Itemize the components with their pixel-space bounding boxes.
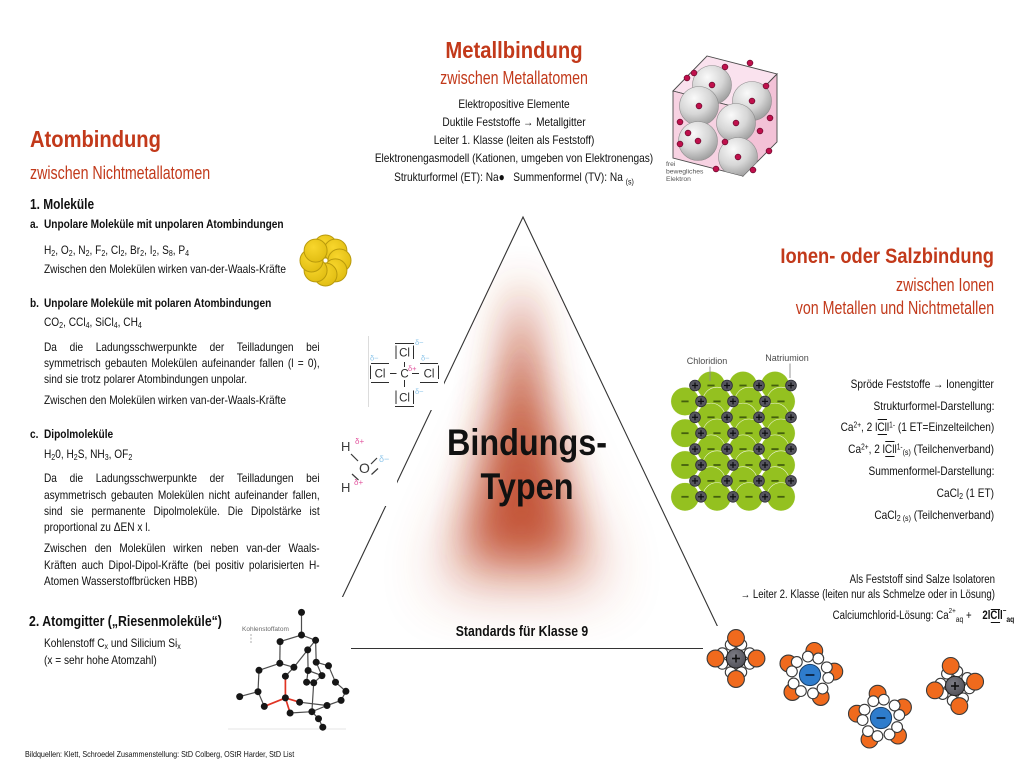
svg-text:δ−: δ− bbox=[415, 338, 424, 347]
svg-text:H: H bbox=[341, 439, 350, 454]
svg-text:δ+: δ+ bbox=[408, 364, 417, 373]
svg-text:δ−: δ− bbox=[379, 454, 389, 464]
svg-text:Cl: Cl bbox=[399, 393, 410, 405]
svg-text:δ−: δ− bbox=[415, 387, 424, 396]
svg-text:Cl: Cl bbox=[375, 369, 386, 381]
svg-text:H: H bbox=[341, 480, 350, 495]
svg-text:Natriumion: Natriumion bbox=[765, 353, 809, 363]
svg-text:δ+: δ+ bbox=[354, 478, 363, 487]
svg-text:C: C bbox=[400, 369, 408, 381]
svg-text:δ−: δ− bbox=[421, 354, 430, 363]
svg-text:Chloridion: Chloridion bbox=[687, 356, 728, 366]
svg-text:bewegliches: bewegliches bbox=[666, 169, 704, 176]
svg-text:Elektron: Elektron bbox=[666, 176, 691, 183]
svg-text:Cl: Cl bbox=[399, 348, 410, 360]
svg-text:Kohlenstoffatom: Kohlenstoffatom bbox=[242, 626, 289, 633]
svg-text:frei: frei bbox=[666, 161, 676, 168]
svg-text:δ+: δ+ bbox=[355, 437, 364, 446]
svg-text:O: O bbox=[359, 460, 370, 476]
svg-text:δ−: δ− bbox=[370, 354, 379, 363]
svg-text:Cl: Cl bbox=[424, 369, 435, 381]
